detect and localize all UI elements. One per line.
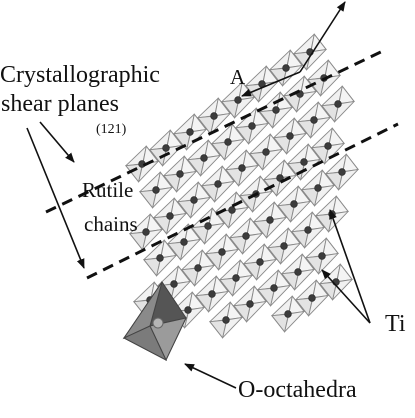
ti-atom <box>234 96 242 104</box>
miller-index-label: (121) <box>96 122 127 137</box>
ti-pointer-2 <box>329 209 371 324</box>
ti-atom <box>276 174 284 182</box>
ti-atom <box>300 158 308 166</box>
rutile-label-line1: Rutile <box>82 178 134 202</box>
ti-atom <box>204 222 212 230</box>
ti-atom <box>314 184 322 192</box>
ti-atom <box>200 154 208 162</box>
ti-atom <box>170 280 178 288</box>
shear-planes-pointer-2 <box>26 127 85 269</box>
shear-planes-pointer-1 <box>39 121 75 163</box>
ti-atom <box>304 226 312 234</box>
ti-atom <box>282 64 290 72</box>
ti-atom <box>186 128 194 136</box>
ti-atom <box>214 180 222 188</box>
ti-atom <box>208 290 216 298</box>
ti-atom <box>294 268 302 276</box>
ti-atom <box>162 144 170 152</box>
ti-atom <box>166 212 174 220</box>
ti-atom <box>286 132 294 140</box>
o-octahedra-label: O-octahedra <box>238 377 357 403</box>
ti-atom <box>280 242 288 250</box>
ti-atom <box>266 216 274 224</box>
ti-atom <box>184 306 192 314</box>
ti-atom <box>318 252 326 260</box>
shear-plane-line-lower <box>86 122 399 280</box>
ti-atom <box>210 112 218 120</box>
ti-atom <box>232 274 240 282</box>
ti-atom <box>142 228 150 236</box>
ti-atom <box>308 294 316 302</box>
ti-atom <box>310 116 318 124</box>
ti-atom <box>338 168 346 176</box>
ti-atom <box>290 200 298 208</box>
o-octahedra-pointer <box>184 363 237 389</box>
ti-atom <box>152 186 160 194</box>
ti-atom <box>222 316 230 324</box>
ti-atom <box>238 164 246 172</box>
ti-atom <box>190 196 198 204</box>
shear-plane-line-upper <box>45 48 386 214</box>
ti-atom <box>248 122 256 130</box>
ti-pointer-1 <box>321 269 371 324</box>
ti-atom <box>194 264 202 272</box>
ti-atom <box>262 148 270 156</box>
rutile-label-line2: chains <box>84 212 138 236</box>
ti-atom <box>246 300 254 308</box>
ti-atom <box>224 138 232 146</box>
highlighted-o-octahedron <box>122 280 187 362</box>
ti-atom <box>176 170 184 178</box>
ti-atom <box>228 206 236 214</box>
axis-a-arrow-up <box>299 1 346 73</box>
ti-atom <box>156 254 164 262</box>
ti-atom <box>334 100 342 108</box>
ti-label: Ti <box>385 311 406 337</box>
ti-atom <box>242 232 250 240</box>
ti-atom <box>272 106 280 114</box>
shear-planes-label-line2: shear planes <box>1 91 119 117</box>
axis-a-label: A <box>230 65 246 89</box>
axis-a-arrow-left <box>241 71 301 97</box>
ti-atom <box>180 238 188 246</box>
ti-atom <box>284 310 292 318</box>
ti-atom <box>324 142 332 150</box>
octahedra-lattice-group <box>124 33 359 339</box>
shear-planes-label-line1: Crystallographic <box>0 62 160 88</box>
ti-atom <box>270 284 278 292</box>
ti-atom <box>256 258 264 266</box>
ti-atom <box>218 248 226 256</box>
